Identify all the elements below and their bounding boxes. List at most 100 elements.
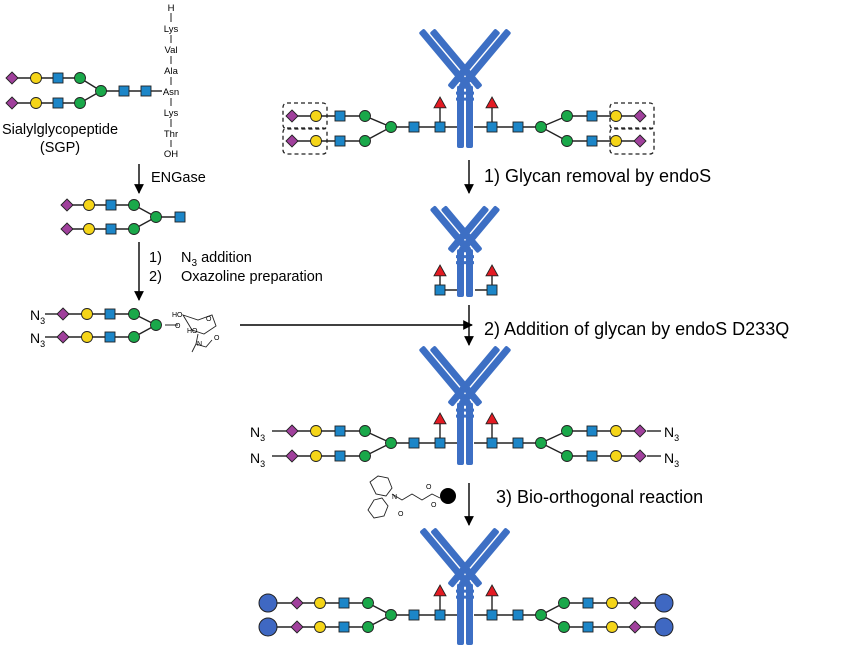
fucose-triangle (433, 584, 447, 597)
galactose-circle (610, 425, 622, 437)
antibody-light-chain (441, 206, 482, 253)
mannose-circle (385, 437, 397, 449)
mannose-circle (558, 621, 570, 633)
mannose-circle (128, 199, 140, 211)
mannose-circle (359, 110, 371, 122)
mannose-circle (359, 135, 371, 147)
sgp-abbreviation: (SGP) (40, 140, 80, 156)
mannose-circle (150, 211, 162, 223)
mannose-circle (561, 425, 573, 437)
mannose-circle (535, 121, 547, 133)
fucose-triangle (485, 584, 499, 597)
antibody-light-chain (431, 528, 482, 588)
glcnac-square (105, 199, 117, 211)
peptide-residue: Lys (164, 24, 179, 35)
antibody-hinge (456, 97, 474, 101)
glcnac-square (512, 121, 524, 133)
glcnac-square (140, 85, 152, 97)
fucose-triangle (485, 96, 499, 109)
sialic-acid-diamond (285, 424, 299, 438)
glcnac-square (408, 437, 420, 449)
galactose-circle (606, 621, 618, 633)
sialic-acid-diamond (285, 134, 299, 148)
step-glycan-removal: 1) Glycan removal by endoS (484, 166, 711, 186)
glcnac-square (434, 437, 446, 449)
fucose-triangle (433, 412, 447, 425)
sialic-acid-diamond (5, 71, 19, 85)
mannose-circle (385, 121, 397, 133)
step-oxazoline-number: 2) (149, 269, 162, 285)
glcnac-square (582, 597, 594, 609)
antibody-hinge (456, 261, 474, 265)
glcnac-square (512, 437, 524, 449)
glcnac-square (52, 97, 64, 109)
mannose-circle (535, 609, 547, 621)
antibody-light-chain (430, 346, 482, 407)
mannose-circle (95, 85, 107, 97)
glcnac-square (174, 211, 186, 223)
sialic-acid-diamond (628, 620, 642, 634)
glcnac-square (486, 437, 498, 449)
glcnac-square (434, 609, 446, 621)
glcnac-square (582, 621, 594, 633)
removable-glycan-box (282, 102, 328, 130)
probe-circle (654, 593, 674, 613)
glcnac-square (586, 110, 598, 122)
peptide-residue: H (168, 3, 175, 14)
antibody-heavy-chain (430, 206, 471, 253)
dbco-reagent-structure (367, 475, 441, 519)
antibody-native (419, 29, 511, 148)
step-n3-label: N3 addition (181, 250, 252, 269)
antibody-chain (457, 583, 464, 645)
glcnac-square (408, 609, 420, 621)
mannose-circle (362, 597, 374, 609)
glcnac-square (52, 72, 64, 84)
glcnac-square (486, 284, 498, 296)
mannose-circle (74, 72, 86, 84)
mannose-circle (150, 319, 162, 331)
antibody-heavy-chain (419, 29, 471, 90)
glcnac-square (334, 450, 346, 462)
sialic-acid-diamond (628, 596, 642, 610)
antibody-azide (419, 346, 511, 465)
sialic-acid-diamond (290, 596, 304, 610)
galactose-circle (310, 425, 322, 437)
galactose-circle (30, 97, 42, 109)
azide-label: N3 (664, 450, 679, 469)
galactose-circle (314, 597, 326, 609)
step-n3-number: 1) (149, 250, 162, 266)
antibody-hinge (456, 414, 474, 418)
azide-label: N3 (30, 330, 45, 349)
antibody-light-chain (430, 29, 482, 90)
fucose-triangle (433, 96, 447, 109)
peptide-residue: Val (164, 45, 177, 56)
oxazoline-atom: HO (172, 312, 183, 319)
glcnac-square (334, 425, 346, 437)
galactose-circle (30, 72, 42, 84)
antibody-chain (466, 583, 473, 645)
galactose-circle (314, 621, 326, 633)
glcnac-square (338, 621, 350, 633)
antibody-hinge (456, 255, 474, 259)
glcnac-square (334, 110, 346, 122)
galactose-circle (83, 223, 95, 235)
antibody-hinge (456, 91, 474, 95)
galactose-circle (310, 110, 322, 122)
removable-glycan-box (609, 127, 655, 155)
oxazoline-atom: N (197, 341, 202, 348)
sialic-acid-diamond (285, 449, 299, 463)
sialic-acid-diamond (56, 330, 70, 344)
mannose-circle (561, 110, 573, 122)
antibody-chain (457, 249, 464, 297)
galactose-circle (310, 450, 322, 462)
galactose-circle (81, 331, 93, 343)
glcnac-square (512, 609, 524, 621)
peptide-residue-asn: Asn (163, 87, 179, 98)
sialic-acid-diamond (633, 424, 647, 438)
reagent-atom: O (431, 502, 437, 509)
glcnac-square (105, 223, 117, 235)
step-bioorthogonal: 3) Bio-orthogonal reaction (496, 487, 703, 507)
reagent-atom: O (426, 484, 432, 491)
step-glycan-addition: 2) Addition of glycan by endoS D233Q (484, 319, 789, 339)
